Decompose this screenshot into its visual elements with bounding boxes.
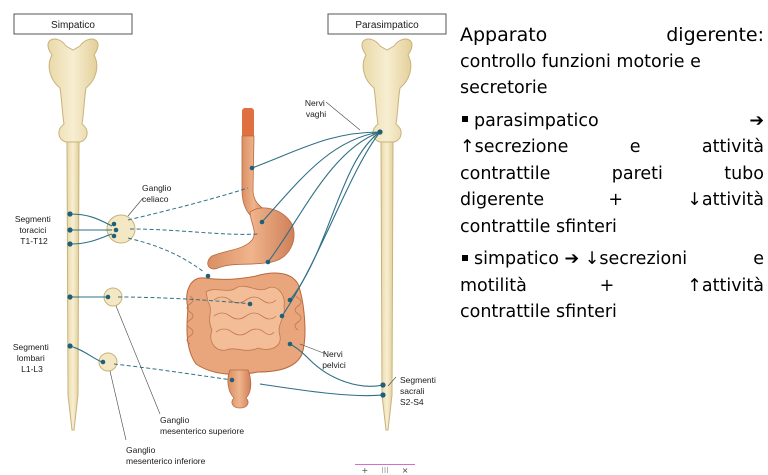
subtitle-line-1: controllo funzioni motorie e xyxy=(460,51,701,72)
label-nervi-pelvici: Nervi pelvici xyxy=(322,349,346,370)
para-line-3: contrattile pareti tubo xyxy=(460,161,764,188)
right-spinal-cord xyxy=(361,38,413,431)
para-line-4: digerente + ↓attività xyxy=(460,187,764,214)
para-l4-b: + xyxy=(608,190,624,210)
simp-l2-b: + xyxy=(599,275,615,296)
simp-l2-a: motilità xyxy=(460,275,527,296)
subtitle-line-2: secretorie xyxy=(460,78,548,98)
text-panel: Apparato digerente: controllo funzioni m… xyxy=(460,22,764,326)
para-l3-c: tubo xyxy=(724,163,764,184)
rectum xyxy=(227,369,252,409)
label-ganglio-celiaco: Ganglio celiaco xyxy=(142,183,174,204)
simp-line-2: motilità + ↑attività xyxy=(460,273,764,300)
para-l2-a: ↑secrezione xyxy=(460,137,569,157)
plus-icon[interactable]: + xyxy=(361,465,369,475)
simp-l2-c: ↑attività xyxy=(687,275,764,296)
bullet-icon xyxy=(462,116,468,122)
para-l4-a: digerente xyxy=(460,190,545,210)
parasimpatico-box xyxy=(327,13,447,35)
para-line-2: ↑secrezione e attività xyxy=(460,134,764,161)
sympathetic-postganglionic-fibers xyxy=(113,187,261,381)
arrow-icon: ➔ xyxy=(749,110,764,131)
left-spinal-cord xyxy=(47,38,99,431)
close-icon[interactable]: × xyxy=(401,465,409,475)
digestive-tract xyxy=(186,108,306,409)
simpatico-box xyxy=(13,13,133,35)
esophagus-top xyxy=(242,108,254,138)
bullet-simpatico: simpatico ➔ ↓secrezioni e xyxy=(460,246,764,273)
ganglio-mesenterico-inferiore xyxy=(98,352,118,372)
label-segmenti-toracici: Segmenti toracici T1-T12 xyxy=(15,214,53,246)
para-label: parasimpatico xyxy=(474,110,599,131)
sympathetic-preganglionic-fibers xyxy=(69,213,113,363)
title-line: Apparato digerente: xyxy=(460,22,764,49)
esophagus xyxy=(241,135,268,216)
leader-lines xyxy=(109,101,397,441)
nerve-nodes xyxy=(67,129,386,398)
bullet-icon xyxy=(462,254,468,261)
label-segmenti-lombari: Segmenti lombari L1-L3 xyxy=(13,342,51,374)
para-l2-c: attività xyxy=(701,137,764,157)
label-segmenti-sacrali: Segmenti sacrali S2-S4 xyxy=(400,375,438,407)
stomach xyxy=(207,207,295,270)
para-l2-b: e xyxy=(629,137,641,157)
para-l3-b: pareti xyxy=(611,163,663,184)
autonomic-gi-diagram: Simpatico Parasimpatico xyxy=(13,13,447,466)
para-l4-c: ↓attività xyxy=(687,190,764,210)
label-ganglio-mesenterico-superiore: Ganglio mesenterico superiore xyxy=(160,415,244,436)
label-nervi-vaghi: Nervi vaghi xyxy=(305,98,327,119)
bullet-parasimpatico: parasimpatico ➔ xyxy=(460,108,764,135)
small-intestine xyxy=(205,285,285,351)
para-l3-a: contrattile xyxy=(460,163,551,184)
simp-line-3: contrattile sfinteri xyxy=(460,302,617,322)
title-word-2: digerente: xyxy=(666,24,764,46)
slide-toolbar: + ⁝⁝⁝ × xyxy=(355,464,415,475)
title-word-1: Apparato xyxy=(460,24,548,46)
simp-label: simpatico ➔ ↓secrezioni xyxy=(474,249,688,269)
parasympathetic-fibers xyxy=(251,131,384,397)
simp-e: e xyxy=(753,249,764,269)
grid-icon[interactable]: ⁝⁝⁝ xyxy=(381,465,389,475)
label-ganglio-mesenterico-inferiore: Ganglio mesenterico inferiore xyxy=(126,445,206,466)
para-line-5: contrattile sfinteri xyxy=(460,216,617,237)
parasimpatico-box-label: Parasimpatico xyxy=(355,20,419,31)
simpatico-box-label: Simpatico xyxy=(51,20,95,31)
